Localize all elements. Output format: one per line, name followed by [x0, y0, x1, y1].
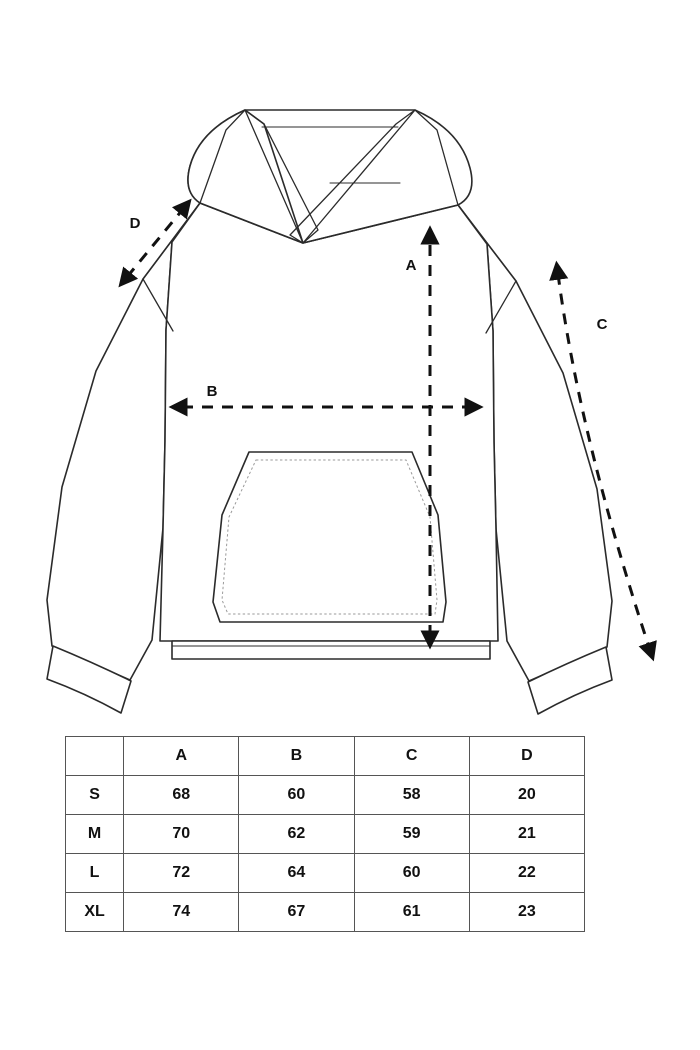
row-size-label: XL [64, 892, 125, 932]
table-header-c: C [353, 736, 470, 776]
cell-d: 20 [468, 775, 586, 815]
cell-a: 74 [123, 892, 240, 932]
table-header-a: A [123, 736, 240, 776]
table-header-d: D [468, 736, 586, 776]
hood-lower-right-fold [302, 204, 459, 244]
left-cuff [46, 645, 132, 714]
table-row: M 70 62 59 21 [64, 814, 586, 854]
table-header-b: B [238, 736, 355, 776]
dimension-label-a: A [406, 257, 417, 274]
cell-a: 68 [123, 775, 240, 815]
cell-b: 64 [238, 853, 355, 893]
cell-c: 61 [353, 892, 470, 932]
size-table-body: S 68 60 58 20 M 70 62 59 21 L 72 64 [64, 775, 586, 932]
garment-outline-group [46, 109, 613, 715]
cell-c: 58 [353, 775, 470, 815]
dimension-arrow-d [118, 198, 192, 288]
hood-left-crossover-edge [199, 109, 246, 204]
size-table-container: A B C D S 68 60 58 20 M 70 62 [64, 736, 586, 932]
hood-opening-panel [187, 109, 304, 244]
row-size-label: S [64, 775, 125, 815]
table-header-row: A B C D [64, 736, 586, 776]
hood-right-crossover-edge [414, 109, 459, 206]
dimension-labels-group: A B C D [130, 215, 608, 400]
right-armhole-seam [485, 280, 517, 334]
cell-a: 72 [123, 853, 240, 893]
table-row: S 68 60 58 20 [64, 775, 586, 815]
dimension-label-b: B [207, 383, 218, 400]
left-armhole-seam [142, 278, 174, 332]
dimension-arrow-c [549, 260, 657, 662]
dimension-label-d: D [130, 215, 141, 232]
hoodie-technical-drawing: A B C D [46, 109, 657, 715]
cell-b: 60 [238, 775, 355, 815]
cell-b: 67 [238, 892, 355, 932]
cell-c: 60 [353, 853, 470, 893]
dimension-arrows-group [118, 198, 657, 662]
hood-right-band [289, 109, 416, 244]
row-size-label: M [64, 814, 125, 854]
cell-d: 21 [468, 814, 586, 854]
cell-d: 22 [468, 853, 586, 893]
dimension-label-c: C [597, 316, 608, 333]
cell-c: 59 [353, 814, 470, 854]
row-size-label: L [64, 853, 125, 893]
size-table: A B C D S 68 60 58 20 M 70 62 [64, 736, 586, 932]
table-row: XL 74 67 61 23 [64, 892, 586, 932]
table-row: L 72 64 60 22 [64, 853, 586, 893]
table-corner-cell [64, 736, 125, 776]
bottom-hem-band [171, 640, 491, 660]
cell-a: 70 [123, 814, 240, 854]
cell-d: 23 [468, 892, 586, 932]
cell-b: 62 [238, 814, 355, 854]
right-raglan-seam [457, 204, 517, 282]
size-table-head: A B C D [64, 736, 586, 776]
hood-left-band [244, 109, 319, 244]
